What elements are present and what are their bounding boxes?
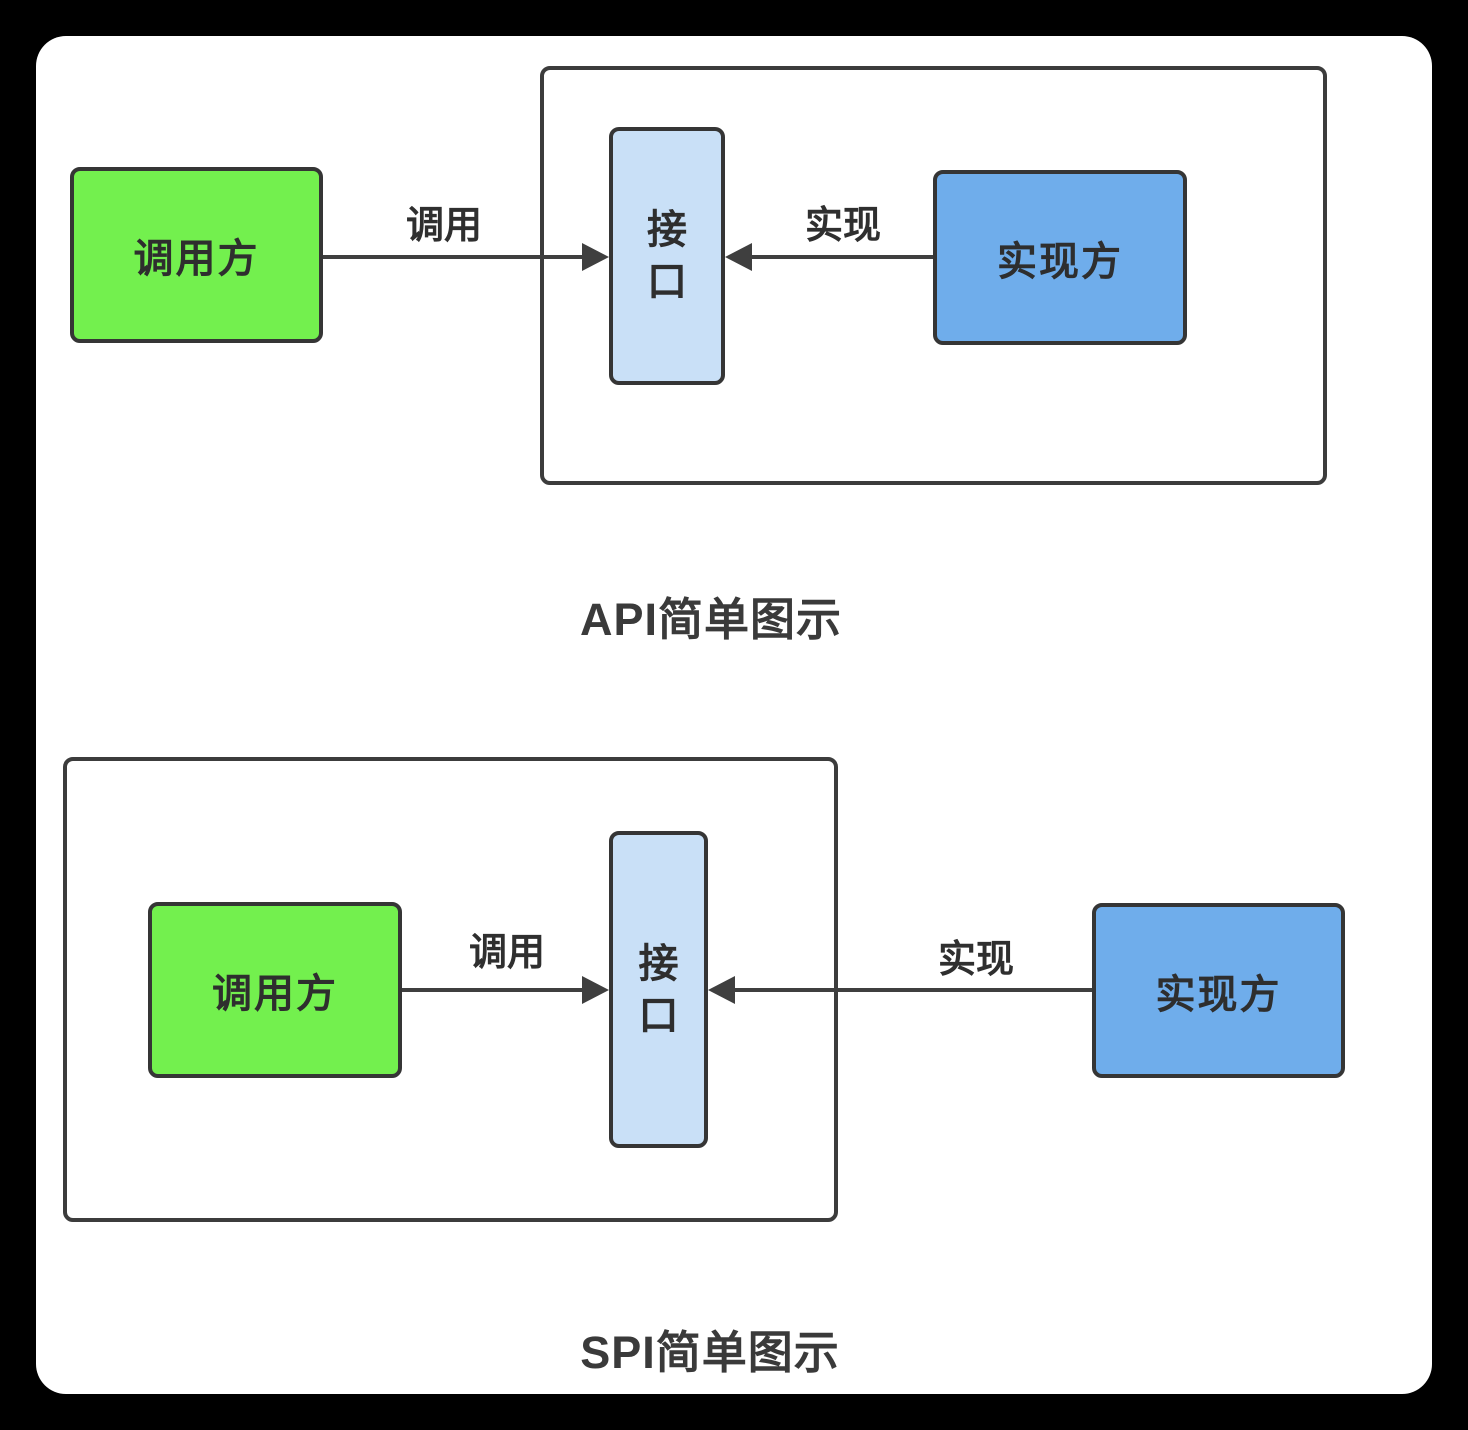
spi-implement-arrow bbox=[708, 976, 1092, 1004]
api-implement-arrow bbox=[725, 243, 933, 271]
spi-caption: SPI简单图示 bbox=[580, 1327, 840, 1378]
spi-call-arrow bbox=[402, 976, 609, 1004]
api-implement-arrow-line bbox=[749, 255, 933, 259]
api-implementer-node: 实现方 bbox=[933, 170, 1187, 345]
api-interface-node: 接口 bbox=[609, 127, 725, 385]
api-interface-label: 接口 bbox=[647, 208, 687, 304]
spi-interface-label: 接口 bbox=[638, 941, 679, 1038]
spi-caller-label: 调用方 bbox=[212, 972, 338, 1016]
api-call-arrow-line bbox=[323, 255, 585, 259]
api-boundary-box bbox=[540, 66, 1327, 485]
spi-call-edge-label: 调用 bbox=[468, 932, 545, 974]
spi-caller-node: 调用方 bbox=[148, 902, 402, 1078]
api-caller-node: 调用方 bbox=[70, 167, 323, 343]
api-caption: API简单图示 bbox=[579, 594, 842, 645]
api-implement-arrowhead-icon bbox=[725, 243, 752, 271]
spi-interface-node: 接口 bbox=[609, 831, 708, 1148]
spi-implementer-label: 实现方 bbox=[1155, 972, 1282, 1017]
spi-implementer-node: 实现方 bbox=[1092, 903, 1345, 1078]
api-call-arrow bbox=[323, 243, 609, 271]
api-call-edge-label: 调用 bbox=[405, 205, 482, 247]
api-implementer-label: 实现方 bbox=[997, 239, 1123, 284]
spi-call-arrowhead-icon bbox=[582, 976, 609, 1004]
spi-call-arrow-line bbox=[402, 988, 585, 992]
spi-implement-arrow-line bbox=[732, 988, 1092, 992]
api-call-arrowhead-icon bbox=[582, 243, 609, 271]
api-caller-label: 调用方 bbox=[133, 237, 260, 281]
api-implement-edge-label: 实现 bbox=[804, 205, 881, 247]
spi-implement-edge-label: 实现 bbox=[937, 939, 1014, 981]
spi-implement-arrowhead-icon bbox=[708, 976, 735, 1004]
